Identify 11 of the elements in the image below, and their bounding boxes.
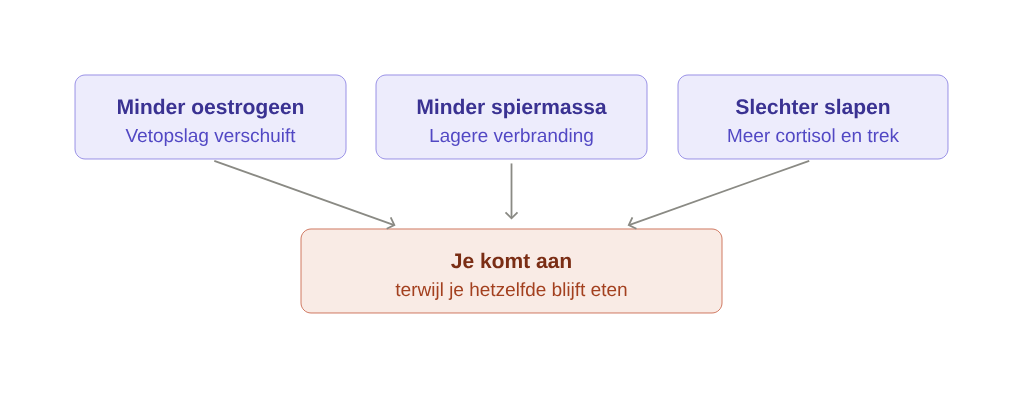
box-title: Minder spiermassa <box>417 98 607 119</box>
arrow <box>504 162 519 220</box>
box-title: Slechter slapen <box>736 98 890 119</box>
arrow <box>213 159 396 230</box>
box-title: Je komt aan <box>451 252 571 269</box>
box-subtitle: Vetopslag verschuift <box>125 128 296 146</box>
box-subtitle: Meer cortisol en trek <box>728 128 900 143</box>
box-subtitle: terwijl je hetzelfde blijft eten <box>395 282 627 300</box>
arrow <box>627 159 811 230</box>
box-subtitle: Lagere verbranding <box>430 128 593 146</box>
box-title: Minder oestrogeen <box>118 98 304 119</box>
